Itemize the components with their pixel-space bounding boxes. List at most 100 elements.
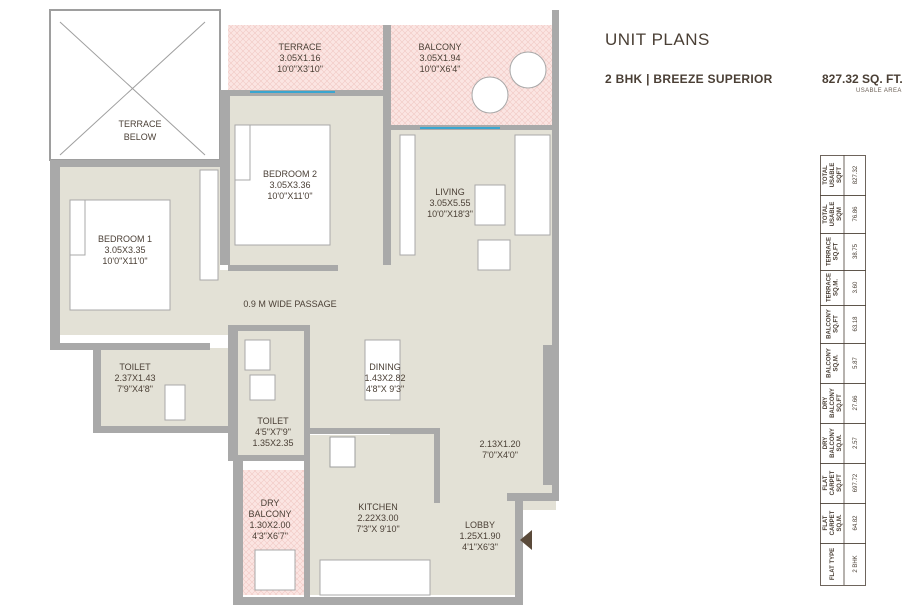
bedroom2-dim2: 10'0"X11'0": [267, 191, 312, 201]
dining-name: DINING: [369, 362, 401, 372]
toilet1-floor: [100, 348, 228, 428]
bedroom1-dim1: 3.05X3.35: [104, 245, 145, 255]
entry-arrow-icon: [520, 530, 532, 550]
lobby-dim2: 4'1"X6'3": [462, 542, 498, 552]
area-table-value: 2.57: [853, 437, 859, 449]
terrace-dim1: 3.05X1.16: [279, 53, 320, 63]
area-table-label: TOTALUSABLESQM: [823, 202, 843, 227]
toilet1-dim2: 7'9"X4'8": [117, 384, 153, 394]
washing-machine: [254, 549, 296, 591]
toilet2-dim1: 4'5"X7'9": [255, 427, 291, 437]
area-table-value: 5.87: [853, 357, 859, 369]
room-labels: TERRACE 3.05X1.16 10'0"X3'10" BALCONY 3.…: [98, 42, 521, 552]
lobby-name: LOBBY: [465, 520, 495, 530]
area-table-value: 38.75: [853, 243, 859, 259]
area-table-row: BALCONYSQ.M. 5.87: [820, 343, 866, 384]
bed-bedroom1: [69, 199, 171, 311]
area-table-value: 64.82: [853, 515, 859, 531]
kitchen-dim2: 7'3"X 9'10": [356, 524, 399, 534]
dry-balcony-line1: DRY: [261, 498, 280, 508]
furniture: [69, 51, 551, 596]
toilet2-dim2: 1.35X2.35: [252, 438, 293, 448]
kitchen-dim1: 2.22X3.00: [357, 513, 398, 523]
pillow-bedroom2: [234, 124, 251, 181]
terrace-below-line2: BELOW: [124, 132, 157, 142]
dry-balcony-dim2: 4'3"X6'7": [252, 531, 288, 541]
bedroom2-dim1: 3.05X3.36: [269, 180, 310, 190]
area-table-value: 3.60: [853, 281, 859, 293]
area-table-value: 27.66: [853, 395, 859, 411]
wardrobe-living: [399, 134, 416, 256]
foyer-dim2: 7'0"X4'0": [482, 450, 518, 460]
wardrobe-bedroom1: [199, 169, 219, 281]
armchair-living: [477, 239, 511, 271]
living-dim1: 3.05X5.55: [429, 198, 470, 208]
area-table-label: FLATCARPETSQ.M.: [823, 510, 843, 535]
toilet1-dim1: 2.37X1.43: [114, 373, 155, 383]
dry-balcony-dim1: 1.30X2.00: [249, 520, 290, 530]
area-table-row: FLATCARPETSQ.FT 697.72: [820, 463, 866, 504]
area-table-label: DRYBALCONYSQ.FT: [823, 388, 843, 418]
pillow-bedroom1: [69, 199, 86, 256]
area-table-row: FLAT TYPE 2 BHK: [820, 543, 866, 586]
area-table-value: 63.18: [853, 316, 859, 332]
usable-area-label: USABLE AREA: [856, 88, 902, 94]
kitchen-counter: [319, 559, 431, 596]
bedroom1-dim2: 10'0"X11'0": [102, 256, 147, 266]
balcony-chair-a: [471, 76, 509, 114]
area-table-row: DRYBALCONYSQ.M. 2.57: [820, 423, 866, 464]
area-table-value: 697.72: [853, 473, 859, 492]
area-table-label: DRYBALCONYSQ.M.: [823, 428, 843, 458]
basin-toilet2: [244, 339, 271, 371]
wc-toilet2: [249, 374, 276, 401]
sofa-living: [514, 134, 551, 236]
kitchen-name: KITCHEN: [358, 502, 398, 512]
area-table-row: TERRACESQ.FT 38.75: [820, 233, 866, 271]
terrace-dim2: 10'0"X3'10": [277, 64, 323, 74]
dry-balcony-line2: BALCONY: [248, 509, 291, 519]
terrace-name: TERRACE: [278, 42, 321, 52]
balcony-dim2: 10'0"X6'4": [420, 64, 461, 74]
living-dim2: 10'0"X18'3": [427, 209, 473, 219]
windows: [250, 91, 500, 468]
dining-dim1: 1.43X2.82: [364, 373, 405, 383]
area-table-label: BALCONYSQ.FT: [827, 309, 840, 339]
bedroom2-name: BEDROOM 2: [263, 169, 317, 179]
dining-dim2: 4'8"X 9'3": [366, 384, 404, 394]
lobby-dim1: 1.25X1.90: [459, 531, 500, 541]
terrace-below-area: [49, 9, 221, 161]
living-name: LIVING: [435, 187, 465, 197]
balcony-dim1: 3.05X1.94: [419, 53, 460, 63]
bed-bedroom2: [234, 124, 331, 246]
area-table-label: TERRACESQ.FT: [827, 237, 840, 266]
lobby-floor: [440, 500, 520, 595]
area-table-value: 2 BHK: [853, 555, 859, 572]
area-table-row: FLATCARPETSQ.M. 64.82: [820, 503, 866, 544]
balcony-name: BALCONY: [418, 42, 461, 52]
coffee-table: [474, 184, 506, 226]
bedroom1-name: BEDROOM 1: [98, 234, 152, 244]
toilet2-name: TOILET: [257, 416, 289, 426]
dining-table: [364, 339, 401, 401]
balcony-chair-b: [509, 51, 547, 89]
area-table-row: TOTALUSABLESQFT 827.32: [820, 155, 866, 196]
area-table-label: TERRACESQ.M.: [827, 273, 840, 302]
page-title: UNIT PLANS: [605, 30, 710, 49]
area-table-label: TOTALUSABLESQFT: [823, 163, 843, 188]
area-table-row: DRYBALCONYSQ.FT 27.66: [820, 383, 866, 424]
wc-toilet1: [164, 384, 186, 421]
area-table-label: FLATCARPETSQ.FT: [823, 470, 843, 495]
terrace-below-cross-b: [59, 21, 206, 156]
area-table-label: FLAT TYPE: [830, 548, 836, 580]
passage-name: 0.9 M WIDE PASSAGE: [243, 299, 336, 309]
toilet1-name: TOILET: [119, 362, 151, 372]
area-table-value: 827.32: [853, 165, 859, 184]
area-table-row: TERRACESQ.M. 3.60: [820, 270, 866, 306]
terrace-below-line1: TERRACE: [118, 119, 161, 129]
area-table-value: 76.86: [853, 206, 859, 222]
area-table-label: BALCONYSQ.M.: [827, 348, 840, 378]
area-table-row: TOTALUSABLESQM 76.86: [820, 195, 866, 234]
usable-area-value: 827.32 SQ. FT.: [822, 72, 903, 86]
unit-type-label: 2 BHK | BREEZE SUPERIOR: [605, 72, 773, 86]
